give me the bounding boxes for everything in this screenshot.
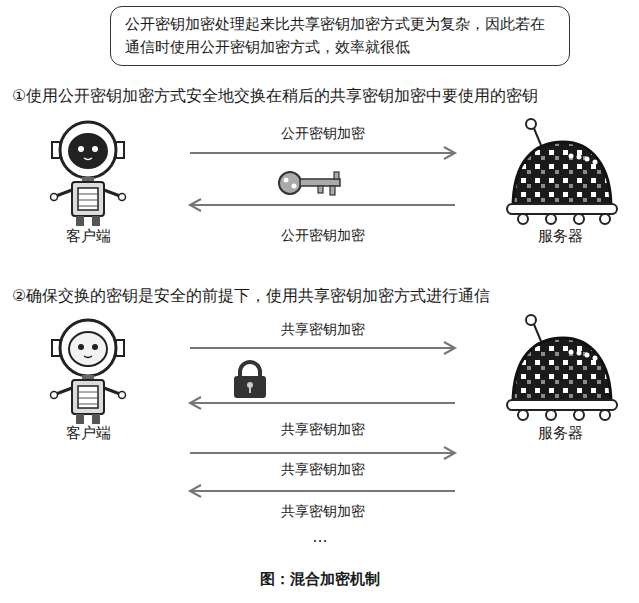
actor-label: 服务器 bbox=[500, 227, 620, 246]
arrow-line bbox=[190, 152, 455, 154]
arrow-line bbox=[190, 204, 455, 206]
figure-caption: 图：混合加密机制 bbox=[260, 570, 380, 589]
arrow-connector bbox=[190, 147, 455, 159]
edge-label: 公开密钥加密 bbox=[279, 227, 367, 245]
edge-label: 共享密钥加密 bbox=[279, 461, 367, 479]
edge-label: 公开密钥加密 bbox=[279, 125, 367, 143]
actor-label: 客户端 bbox=[30, 227, 146, 246]
arrow-line bbox=[190, 490, 455, 492]
arrow-connector bbox=[190, 342, 455, 354]
note-text: 公开密钥加密处理起来比共享密钥加密方式更为复杂，因此若在通信时使用公开密钥加密方… bbox=[125, 13, 555, 58]
arrow-connector bbox=[190, 397, 455, 409]
note-box: 公开密钥加密处理起来比共享密钥加密方式更为复杂，因此若在通信时使用公开密钥加密方… bbox=[110, 6, 570, 66]
arrow-line bbox=[190, 452, 455, 454]
server-robot bbox=[507, 119, 617, 224]
client-robot bbox=[51, 320, 126, 424]
arrow-line bbox=[190, 402, 455, 404]
lock-icon bbox=[234, 362, 266, 398]
actor-box: 服务器 bbox=[455, 112, 625, 258]
arrow-head bbox=[444, 147, 455, 159]
key-icon bbox=[279, 172, 340, 195]
ellipsis: … bbox=[313, 528, 328, 546]
edge-label: 共享密钥加密 bbox=[279, 503, 367, 521]
actor-label: 客户端 bbox=[30, 424, 146, 443]
step-heading: ①使用公开密钥加密方式安全地交换在稍后的共享密钥加密中要使用的密钥 bbox=[12, 86, 538, 107]
edge-label: 共享密钥加密 bbox=[279, 421, 367, 439]
server-robot bbox=[507, 315, 617, 420]
arrow-head bbox=[444, 447, 455, 459]
arrow-connector bbox=[190, 485, 455, 497]
client-robot bbox=[51, 122, 126, 226]
arrow-head bbox=[444, 342, 455, 354]
arrow-connector bbox=[190, 447, 455, 459]
actor-box: 客户端 bbox=[30, 112, 190, 258]
arrow-connector bbox=[190, 199, 455, 211]
arrow-head bbox=[190, 485, 201, 497]
arrow-line bbox=[190, 347, 455, 349]
arrow-head bbox=[190, 199, 201, 211]
edge-label: 共享密钥加密 bbox=[279, 321, 367, 339]
actor-box: 客户端 bbox=[30, 312, 190, 506]
step-heading: ②确保交换的密钥是安全的前提下，使用共享密钥加密方式进行通信 bbox=[12, 286, 490, 307]
actor-box: 服务器 bbox=[455, 312, 625, 506]
arrow-head bbox=[190, 397, 201, 409]
actor-label: 服务器 bbox=[500, 424, 620, 443]
